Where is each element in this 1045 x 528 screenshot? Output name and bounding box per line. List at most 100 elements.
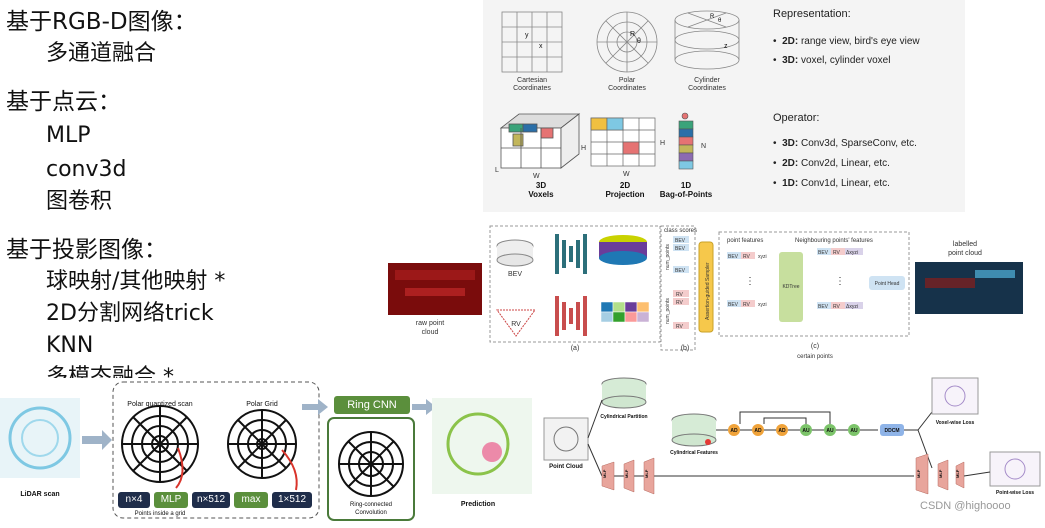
rgbd-item: 多通道融合 — [46, 41, 157, 66]
point-cloud-image — [543, 417, 589, 461]
bag-of-points — [678, 112, 694, 170]
operator-item: • 3D: Conv3d, SparseConv, etc. — [773, 138, 917, 149]
point-cloud-label: Point Cloud — [549, 464, 583, 470]
pf-rv: RV — [743, 302, 751, 308]
polar-grid — [596, 11, 658, 73]
operator-item: • 1D: Conv1d, Linear, etc. — [773, 178, 890, 189]
raw-cloud-label-2: cloud — [422, 329, 439, 336]
au-node: AU — [826, 428, 834, 434]
polar-quantized-label: Polar quantized scan — [127, 401, 192, 408]
nf-dxyzi: Δxyzi — [846, 304, 858, 310]
watermark: CSDN @highoooo — [920, 500, 1011, 512]
prediction-label: Prediction — [461, 501, 495, 508]
polarnet-panel: LiDAR scan Polar quantized scan Polar Gr… — [0, 378, 540, 524]
cyl-partition-label: Cylindrical Partition — [600, 414, 647, 420]
arrow-icon — [302, 399, 328, 415]
polar-grid-label: Polar Grid — [246, 401, 278, 408]
labelled-label-1: labelled — [953, 241, 977, 248]
class-scores-label: class scores — [664, 228, 697, 234]
rv-label: RV — [511, 321, 521, 328]
dots: ⋮ — [745, 276, 755, 287]
ad-node: AD — [754, 428, 762, 434]
certain-points-label: certain points — [797, 354, 833, 360]
representation-heading: Representation: — [773, 8, 851, 20]
voxels-label-2: Voxels — [528, 190, 554, 199]
representation-panel: y x Cartesian Coordinates R θ Polar Coor… — [483, 0, 965, 212]
dim-h-label: H — [581, 145, 586, 152]
arrow-icon — [412, 399, 436, 415]
ring-connected-label-1: Ring-connected — [350, 502, 392, 508]
representation-item: • 2D: range view, bird's eye view — [773, 36, 920, 47]
mlp-label: MLP — [955, 469, 960, 478]
lidar-scan-label: LiDAR scan — [20, 491, 59, 498]
voxel-loss-image — [931, 377, 979, 415]
dots: ⋮ — [835, 276, 845, 287]
pf-xyzi: xyzi — [758, 254, 767, 260]
polar-grid — [227, 409, 297, 479]
sampler-block — [698, 241, 714, 333]
arrow-icon — [82, 430, 112, 450]
op-max: max — [234, 492, 268, 508]
pf-xyzi: xyzi — [758, 302, 767, 308]
nf-bev: BEV — [818, 304, 829, 310]
voxels-label-1: 3D — [536, 181, 546, 190]
projection-grid — [590, 117, 656, 167]
ring-connected-label-2: Convolution — [355, 510, 387, 516]
ad-node: AD — [778, 428, 786, 434]
num-points-label: num_points — [665, 244, 671, 270]
mlp-label: MLP — [624, 469, 629, 478]
score-bev: BEV — [675, 238, 686, 244]
point-loss-image — [989, 451, 1041, 487]
cylinder-diagram: Point Cloud Cylindrical Partition Cylind… — [543, 377, 1041, 496]
mlp-label: MLP — [916, 469, 921, 478]
cyl-features-label: Cylindrical Features — [670, 450, 718, 456]
polar-label-2: Coordinates — [608, 85, 646, 92]
score-bev: BEV — [675, 246, 686, 252]
pf-bev: BEV — [728, 254, 739, 260]
voxel-cube — [499, 113, 581, 169]
pf-rv: RV — [743, 254, 751, 260]
projection-label-2: Projection — [605, 190, 644, 199]
au-node: AU — [850, 428, 858, 434]
score-rv: RV — [676, 324, 684, 330]
sub-a-label: (a) — [571, 345, 580, 352]
polar-label-1: Polar — [619, 77, 636, 84]
outline: 基于RGB-D图像： 多通道融合 基于点云： MLP conv3d 图卷积 基于… — [6, 8, 306, 392]
ring-conv-grid — [338, 431, 404, 497]
representation-item: • 3D: voxel, cylinder voxel — [773, 55, 891, 66]
neighbour-features-label: Neighbouring points' features — [795, 238, 873, 244]
mlp-label: MLP — [644, 469, 649, 478]
dim-l-label: L — [495, 167, 499, 174]
nf-bev: BEV — [818, 250, 829, 256]
pipeline-panel: raw point cloud BEV RV (a) — [385, 218, 1025, 364]
axis-x-label: x — [539, 43, 543, 50]
labelled-label-2: point cloud — [948, 250, 982, 257]
kdtree-label: KDTree — [782, 284, 799, 290]
point-head-block — [869, 276, 905, 290]
nf-rv: RV — [833, 250, 841, 256]
bag-label-1: 1D — [681, 181, 691, 190]
ddcm-label: DDCM — [885, 428, 900, 434]
bag-n-label: N — [701, 143, 706, 150]
score-rv: RV — [676, 300, 684, 306]
ad-node: AD — [730, 428, 738, 434]
operator-list: • 3D: Conv3d, SparseConv, etc. • 2D: Con… — [773, 134, 917, 194]
au-node: AU — [802, 428, 810, 434]
kdtree-block — [779, 252, 803, 322]
projection-item: KNN — [46, 333, 94, 358]
num-points-label: num_points — [665, 298, 671, 324]
operator-heading: Operator: — [773, 112, 820, 124]
cartesian-label-2: Coordinates — [513, 85, 551, 92]
score-bev: BEV — [675, 268, 686, 274]
cylinder-label-1: Cylinder — [694, 77, 720, 84]
cylinder-grid — [674, 10, 740, 70]
bev-label: BEV — [508, 271, 522, 278]
nf-dxyzi: Δxyzi — [846, 250, 858, 256]
voxel-loss-label: Voxel-wise Loss — [936, 420, 975, 426]
operator-item: • 2D: Conv2d, Linear, etc. — [773, 158, 890, 169]
lidar-scan-image — [0, 398, 80, 478]
pf-bev: BEV — [728, 302, 739, 308]
proj-h-label: H — [660, 140, 665, 147]
projection-title: 基于投影图像： — [6, 237, 167, 263]
axis-y-label: y — [525, 32, 529, 39]
